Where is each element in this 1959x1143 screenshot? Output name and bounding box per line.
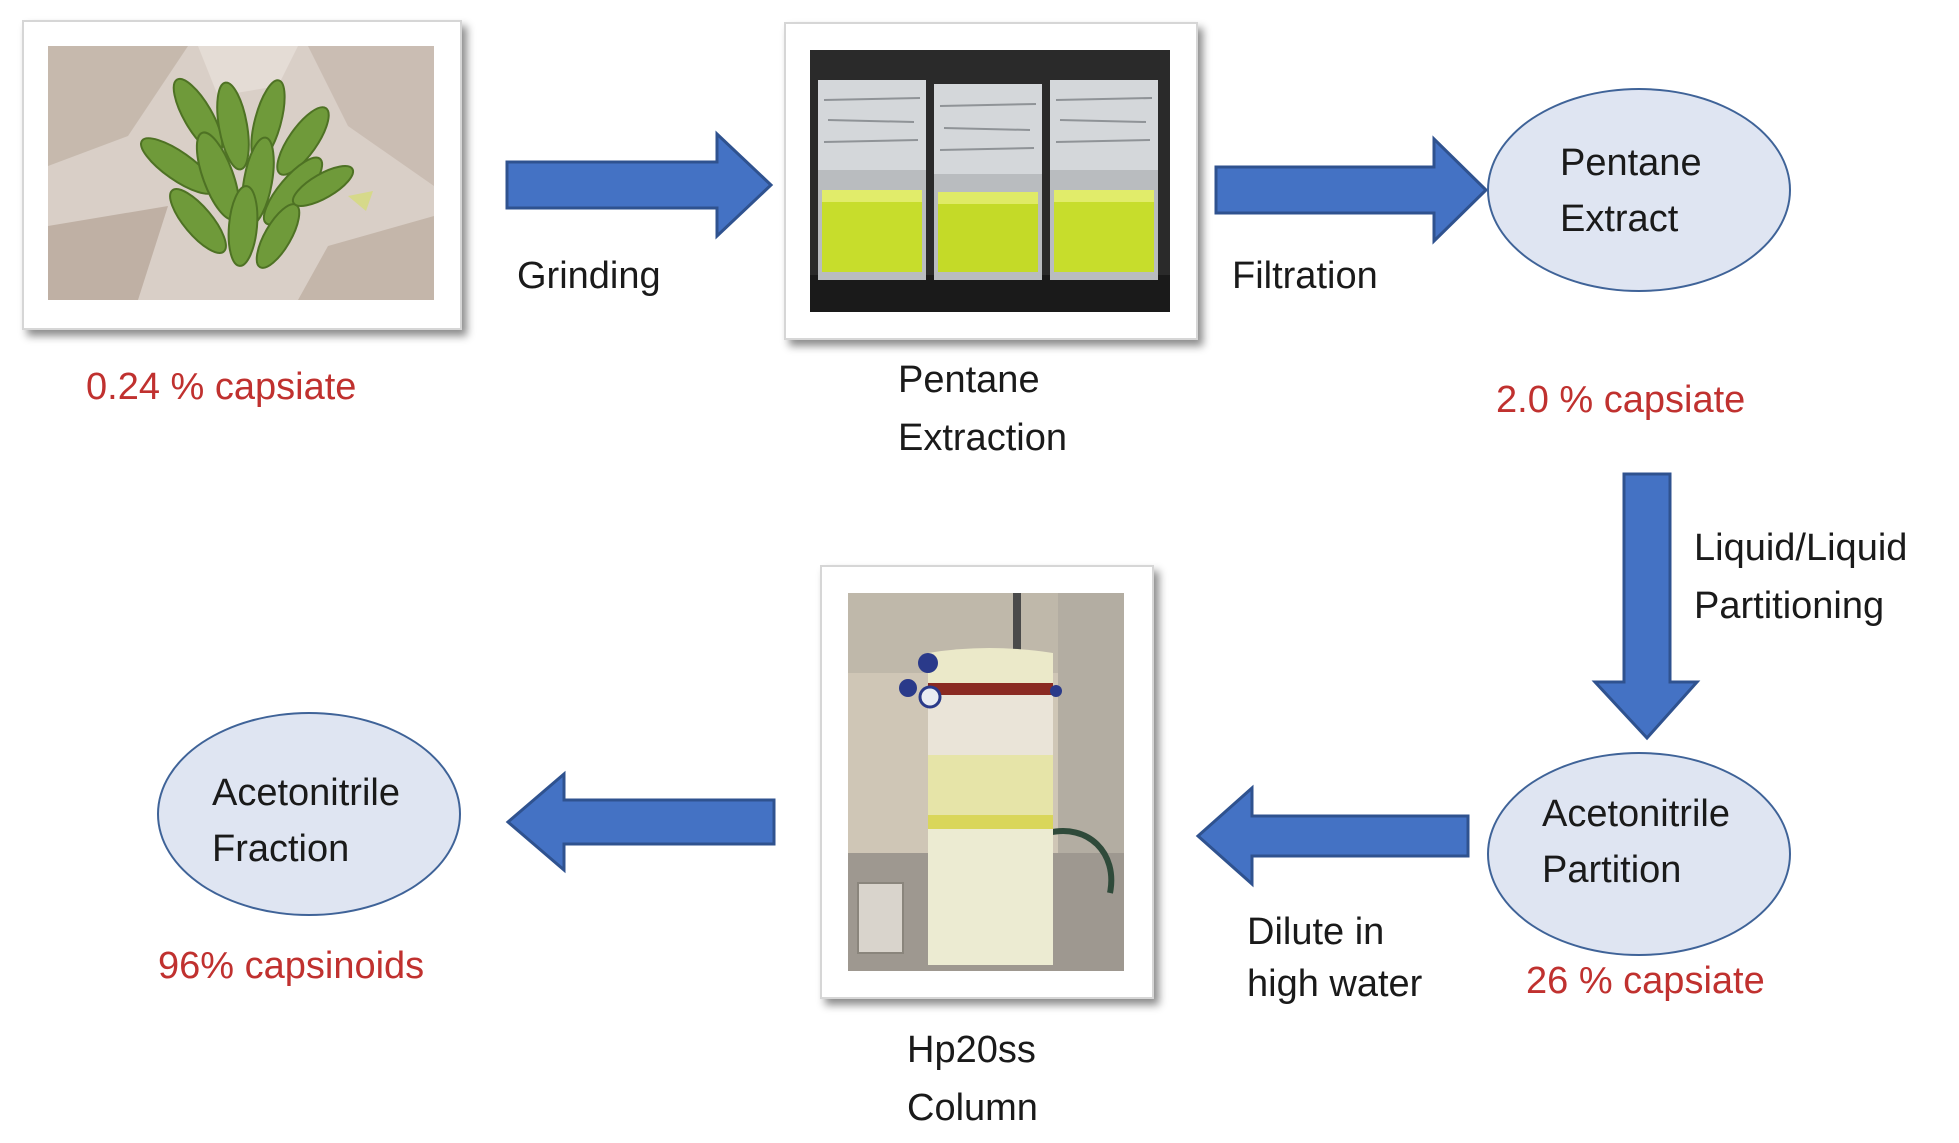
grinding-label: Grinding: [517, 255, 661, 297]
arrow-to-fraction: [505, 770, 776, 874]
acetonitrile-partition-line2: Partition: [1542, 849, 1682, 891]
purity-acetonitrile-partition: 26 % capsiate: [1526, 960, 1765, 1002]
column-photo-frame: [820, 565, 1154, 999]
pepper-photo-frame: [22, 20, 462, 330]
column-photo: [848, 593, 1124, 971]
arrow-partitioning: [1591, 472, 1701, 741]
filtration-label: Filtration: [1232, 255, 1378, 297]
arrow-dilute: [1195, 784, 1470, 888]
pentane-extract-line1: Pentane: [1560, 142, 1702, 184]
acetonitrile-partition-line1: Acetonitrile: [1542, 793, 1730, 835]
pentane-extraction-line1: Pentane: [898, 359, 1040, 401]
pepper-photo: [48, 46, 434, 300]
acetonitrile-partition-node: [1487, 752, 1791, 956]
acetonitrile-fraction-node: [157, 712, 461, 916]
extraction-photo: [810, 50, 1170, 312]
arrow-grinding: [505, 130, 774, 240]
dilute-line2: high water: [1247, 963, 1423, 1005]
hp20ss-column-line1: Hp20ss: [907, 1029, 1036, 1071]
arrow-filtration: [1214, 135, 1489, 245]
acetonitrile-fraction-line1: Acetonitrile: [212, 772, 400, 814]
liquid-partitioning-line1: Liquid/Liquid: [1694, 527, 1908, 569]
purity-peppers: 0.24 % capsiate: [86, 366, 357, 408]
pentane-extract-line2: Extract: [1560, 198, 1679, 240]
purity-pentane-extract: 2.0 % capsiate: [1496, 379, 1746, 421]
purity-final: 96% capsinoids: [158, 945, 425, 987]
pentane-extract-node: [1487, 88, 1791, 292]
dilute-line1: Dilute in: [1247, 911, 1385, 953]
extraction-photo-frame: [784, 22, 1198, 340]
acetonitrile-fraction-line2: Fraction: [212, 828, 350, 870]
hp20ss-column-line2: Column: [907, 1087, 1038, 1129]
pentane-extraction-line2: Extraction: [898, 417, 1067, 459]
liquid-partitioning-line2: Partitioning: [1694, 585, 1885, 627]
